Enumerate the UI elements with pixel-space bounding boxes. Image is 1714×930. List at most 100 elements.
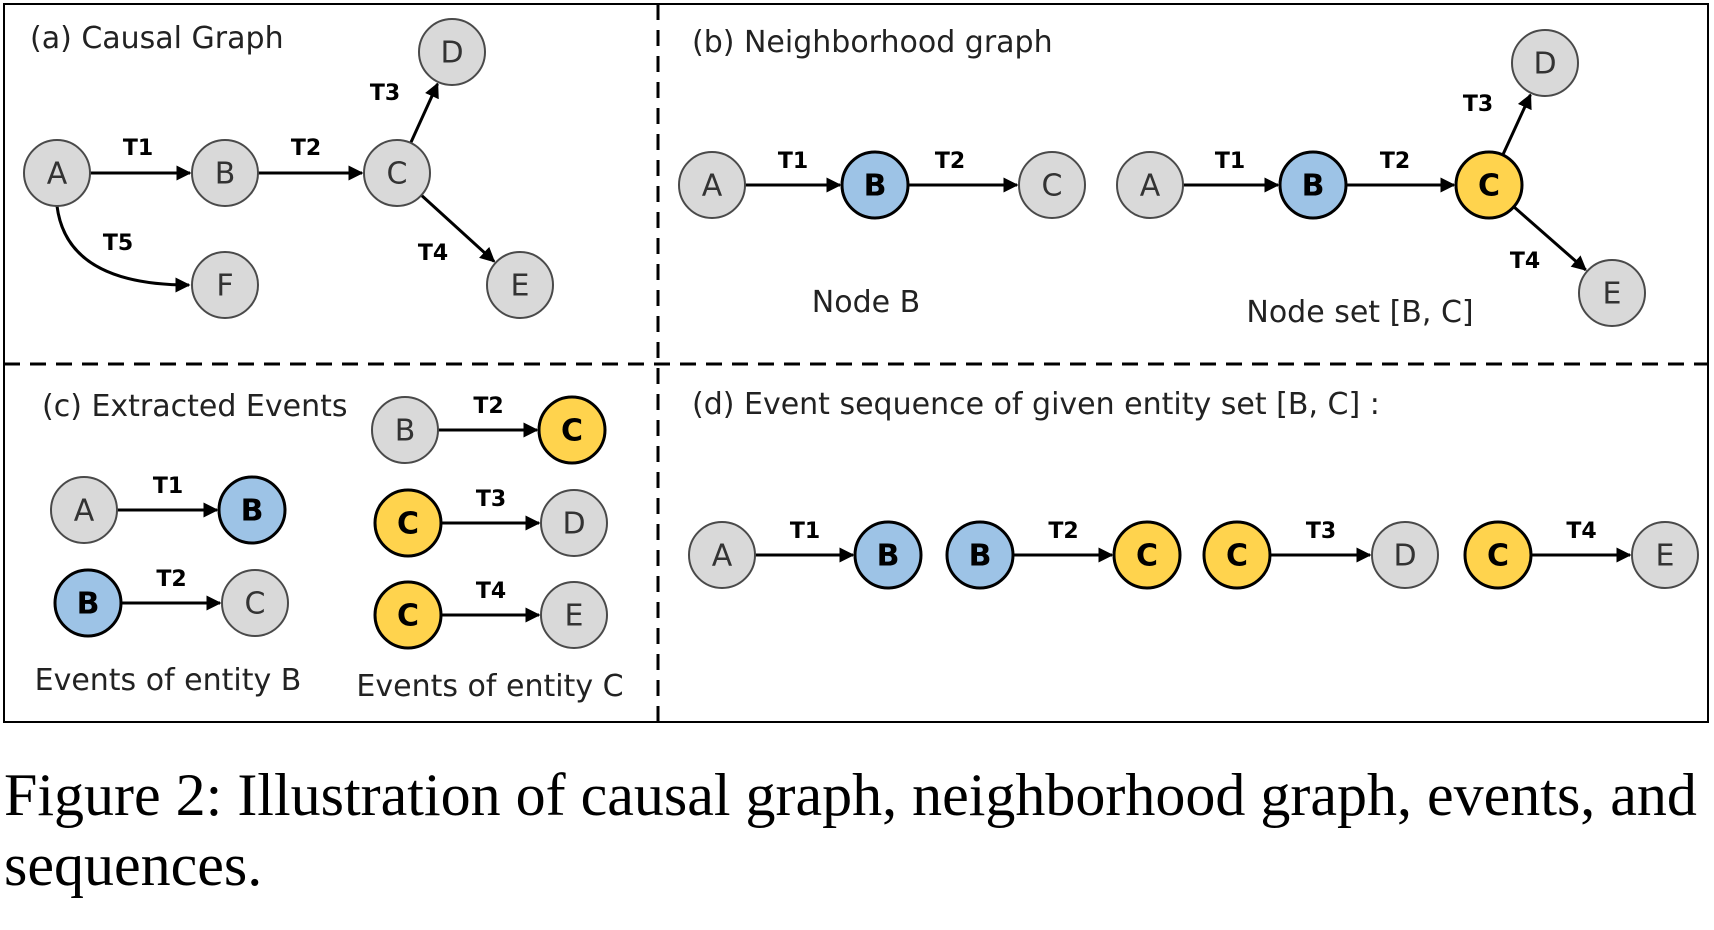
panel-d-event-3-from-node: C xyxy=(1202,520,1272,590)
panel-a-edge-c-d xyxy=(409,82,439,144)
panel-c-event-c-3-from-node: C xyxy=(373,580,443,650)
svg-text:B: B xyxy=(877,539,900,574)
svg-text:A: A xyxy=(702,169,723,204)
svg-text:B: B xyxy=(395,414,416,449)
svg-text:A: A xyxy=(712,539,733,574)
svg-text:C: C xyxy=(561,414,583,449)
panel-d-event-4-to-node: E xyxy=(1631,521,1699,589)
panel-a-node-f: F xyxy=(191,251,259,319)
panel-a-edge-c-d-label: T3 xyxy=(370,81,400,106)
panel-c-event-b-1-to-node: B xyxy=(217,475,287,545)
panel-b-title: (b) Neighborhood graph xyxy=(692,25,1053,60)
panel-a-edge-c-e xyxy=(420,194,496,263)
panel-d-event-3-edge-label: T3 xyxy=(1306,519,1336,544)
panel-b-right-edge-c-d xyxy=(1501,93,1532,156)
svg-text:A: A xyxy=(74,494,95,529)
svg-text:B: B xyxy=(215,157,236,192)
panel-a-edge-a-f-label: T5 xyxy=(103,231,133,256)
svg-text:D: D xyxy=(1533,47,1556,82)
panel-c-event-c-3-edge-label: T4 xyxy=(476,579,506,604)
panel-c-event-b-1-edge-label: T1 xyxy=(153,474,183,499)
svg-text:C: C xyxy=(1478,169,1500,204)
svg-text:E: E xyxy=(565,599,584,634)
panel-b-left-node-a: A xyxy=(678,151,746,219)
panel-c-extracted-events: (c) Extracted Events Events of entity B … xyxy=(35,389,624,704)
panel-a-edge-b-c-label: T2 xyxy=(291,136,321,161)
panel-a-node-d: D xyxy=(418,18,486,86)
svg-text:B: B xyxy=(1302,169,1325,204)
panel-b-right-node-d: D xyxy=(1511,29,1579,97)
svg-text:E: E xyxy=(511,269,530,304)
panel-a-edge-a-f xyxy=(55,205,191,293)
panel-d-event-1-edge-label: T1 xyxy=(790,519,820,544)
panel-b-right-edge-b-c-label: T2 xyxy=(1380,149,1410,174)
panel-a-node-b: B xyxy=(191,139,259,207)
panel-b-left-node-c: C xyxy=(1018,151,1086,219)
svg-text:E: E xyxy=(1603,277,1622,312)
panel-b-right-node-a: A xyxy=(1116,151,1184,219)
panel-d-event-2-from-node: B xyxy=(945,520,1015,590)
panel-d-event-2-to-node: C xyxy=(1112,520,1182,590)
panel-c-event-c-2-from-node: C xyxy=(373,488,443,558)
svg-text:C: C xyxy=(1136,539,1158,574)
panel-c-event-b-2-from-node: B xyxy=(53,568,123,638)
panel-c-right-caption: Events of entity C xyxy=(356,669,623,704)
panel-c-event-c-2-edge-label: T3 xyxy=(476,487,506,512)
figure-caption: Figure 2: Illustration of causal graph, … xyxy=(4,762,1697,898)
svg-text:B: B xyxy=(77,587,100,622)
panel-b-right-node-b: B xyxy=(1278,150,1348,220)
svg-text:B: B xyxy=(864,169,887,204)
panel-c-event-c-3-to-node: E xyxy=(540,581,608,649)
panel-a-title: (a) Causal Graph xyxy=(30,21,284,56)
panel-b-right-node-c: C xyxy=(1454,150,1524,220)
panel-c-event-c-1-to-node: C xyxy=(537,395,607,465)
svg-text:A: A xyxy=(1140,169,1161,204)
panel-b-left-caption: Node B xyxy=(812,285,920,320)
panel-c-event-c-1-from-node: B xyxy=(371,396,439,464)
panel-c-event-c-2-to-node: D xyxy=(540,489,608,557)
panel-c-event-b-2-edge-label: T2 xyxy=(156,567,186,592)
svg-text:D: D xyxy=(1393,539,1416,574)
panel-b-right-edge-c-d-label: T3 xyxy=(1463,92,1493,117)
svg-text:B: B xyxy=(969,539,992,574)
svg-text:C: C xyxy=(245,587,266,622)
panel-c-title: (c) Extracted Events xyxy=(42,389,348,424)
panel-d-event-1-from-node: A xyxy=(688,521,756,589)
panel-d-title: (d) Event sequence of given entity set [… xyxy=(692,387,1380,422)
panel-d-event-1-to-node: B xyxy=(853,520,923,590)
panel-d-event-sequence: (d) Event sequence of given entity set [… xyxy=(688,387,1699,590)
svg-text:D: D xyxy=(562,507,585,542)
panel-a-edge-c-e-label: T4 xyxy=(418,241,448,266)
panel-b-left-node-b: B xyxy=(840,150,910,220)
svg-text:C: C xyxy=(1042,169,1063,204)
panel-a-node-a: A xyxy=(23,139,91,207)
svg-text:E: E xyxy=(1656,539,1675,574)
panel-b-right-node-e: E xyxy=(1578,259,1646,327)
panel-b-right-edge-c-e-label: T4 xyxy=(1510,249,1540,274)
panel-c-event-b-1-from-node: A xyxy=(50,476,118,544)
svg-text:B: B xyxy=(241,494,264,529)
panel-d-event-4-edge-label: T4 xyxy=(1566,519,1596,544)
panel-c-event-b-2-to-node: C xyxy=(221,569,289,637)
svg-text:C: C xyxy=(397,507,419,542)
panel-d-event-3-to-node: D xyxy=(1371,521,1439,589)
panel-b-right-edge-c-e xyxy=(1512,205,1587,272)
svg-text:C: C xyxy=(1226,539,1248,574)
panel-b-right-edge-a-b-label: T1 xyxy=(1215,149,1245,174)
panel-c-left-caption: Events of entity B xyxy=(35,663,302,698)
panel-a-node-c: C xyxy=(363,139,431,207)
svg-text:D: D xyxy=(440,36,463,71)
panel-a-node-e: E xyxy=(486,251,554,319)
panel-d-event-4-from-node: C xyxy=(1463,520,1533,590)
svg-text:C: C xyxy=(387,157,408,192)
svg-text:A: A xyxy=(47,157,68,192)
panel-b-right-caption: Node set [B, C] xyxy=(1246,295,1473,330)
panel-b-left-edge-b-c-label: T2 xyxy=(935,149,965,174)
svg-text:C: C xyxy=(397,599,419,634)
panel-c-event-c-1-edge-label: T2 xyxy=(473,394,503,419)
panel-b-left-edge-a-b-label: T1 xyxy=(778,149,808,174)
svg-text:C: C xyxy=(1487,539,1509,574)
panel-a-edge-a-b-label: T1 xyxy=(123,136,153,161)
